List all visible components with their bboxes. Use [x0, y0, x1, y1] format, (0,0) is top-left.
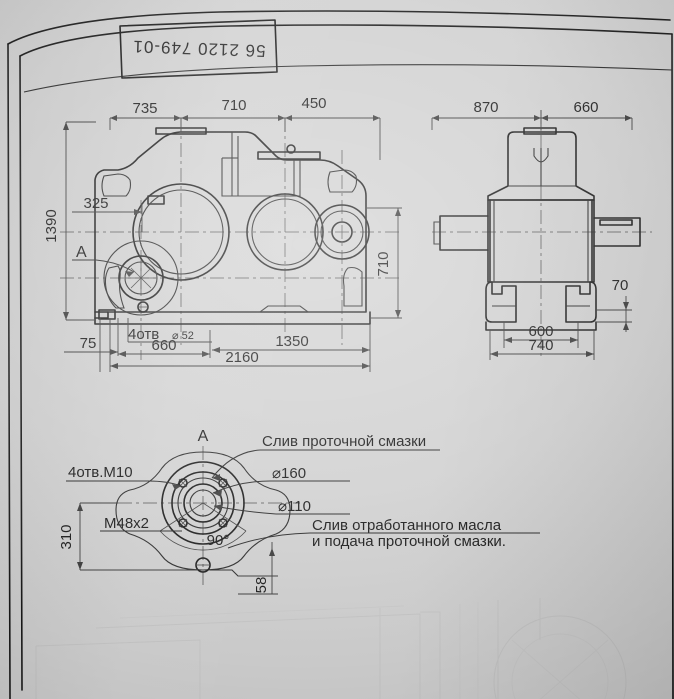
side-top-dimensions: 870 660: [431, 99, 633, 130]
detail-a-bottom-port: [195, 557, 270, 577]
dim-660: 660: [151, 337, 176, 354]
label-m48x2: M48x2: [104, 515, 149, 532]
hole-note-4otv: 4отв ⌀ 52: [127, 318, 212, 343]
dim-450: 450: [301, 95, 326, 112]
detail-a-flange-body: [115, 451, 291, 571]
side-housing-upper: [487, 127, 595, 201]
dim-310: 310: [58, 524, 75, 549]
side-shafts: [433, 215, 641, 251]
annotation-bottom-line1: Слив отработанного масла: [312, 517, 502, 534]
dim-740: 740: [528, 337, 553, 354]
front-view: 735 710 450 1390 325 A: [43, 95, 402, 372]
side-view-centerlines: [432, 110, 652, 360]
detail-a-angle-arc: 90°: [159, 502, 247, 551]
detail-a-bore-circles: [161, 461, 245, 545]
inspection-covers: [155, 127, 321, 197]
side-bottom-dimensions: 600 740: [489, 322, 595, 360]
right-foot-notch: [342, 266, 363, 307]
label-dia-160: ⌀160: [272, 465, 306, 482]
dim-70: 70: [612, 277, 629, 294]
front-left-dimensions: 1390 325: [43, 121, 143, 321]
detail-a-dim-58: 58: [238, 542, 278, 595]
handwritten-code-box: 56 2120 749-01: [119, 19, 278, 79]
label-dia-110: ⌀110: [278, 498, 311, 515]
detail-a-dia160-note: ⌀160: [212, 465, 350, 497]
side-view: 870 660 70 600: [431, 99, 652, 360]
detail-a-threaded-holes-note: 4отв.M10: [66, 464, 182, 490]
dim-600: 600: [528, 323, 553, 340]
detail-a-dia110-note: ⌀110: [213, 498, 350, 515]
section-callout-a: A: [72, 244, 135, 277]
note-hole-dia: ⌀ 52: [172, 330, 194, 342]
handwritten-code: 56 2120 749-01: [132, 37, 266, 61]
annotation-flow-lubricant-drain: Слив проточной смазки: [211, 433, 440, 481]
side-housing-body: [487, 199, 595, 283]
note-4otv: 4отв: [128, 326, 159, 343]
shaft-bores: [132, 183, 370, 281]
detail-a-centerlines: [118, 446, 300, 588]
detail-a-angle-label: 90°: [207, 532, 230, 549]
dim-710-top: 710: [221, 97, 246, 114]
annotation-top-text: Слив проточной смазки: [262, 433, 426, 450]
dim-1390: 1390: [43, 209, 60, 242]
annotation-waste-oil-drain: Слив отработанного масла и подача проточ…: [227, 517, 540, 550]
dim-75: 75: [80, 335, 97, 352]
dim-735: 735: [132, 100, 157, 117]
detail-a-bolt-holes: [178, 478, 228, 528]
front-top-dimensions: 735 710 450: [109, 95, 381, 160]
dim-1350: 1350: [275, 333, 308, 350]
flange-detail-a-location: [98, 240, 179, 320]
side-feet: [485, 281, 597, 331]
dim-660-side: 660: [573, 99, 598, 116]
front-bottom-dimensions: 75 660 1350 2160: [64, 318, 371, 372]
detail-a-thread-note: M48x2: [100, 515, 182, 532]
annotation-bottom-line2: и подача проточной смазки.: [312, 533, 506, 550]
sheet-border: [7, 10, 674, 699]
dim-2160: 2160: [225, 349, 258, 366]
detail-view-a: A: [58, 428, 540, 595]
dim-710-right: 710: [375, 251, 392, 276]
dim-58: 58: [253, 577, 270, 594]
dim-870: 870: [473, 99, 498, 116]
detail-a-title: A: [198, 428, 209, 445]
front-right-dimension: 710: [366, 207, 402, 319]
lifting-lugs: [101, 169, 358, 205]
section-label-a: A: [76, 244, 87, 261]
label-4otv-m10: 4отв.M10: [68, 464, 133, 481]
side-dim-70: 70: [596, 277, 632, 332]
detail-a-dim-310: 310: [58, 502, 198, 571]
dim-325: 325: [83, 195, 108, 212]
paper-showthrough: [35, 598, 627, 699]
